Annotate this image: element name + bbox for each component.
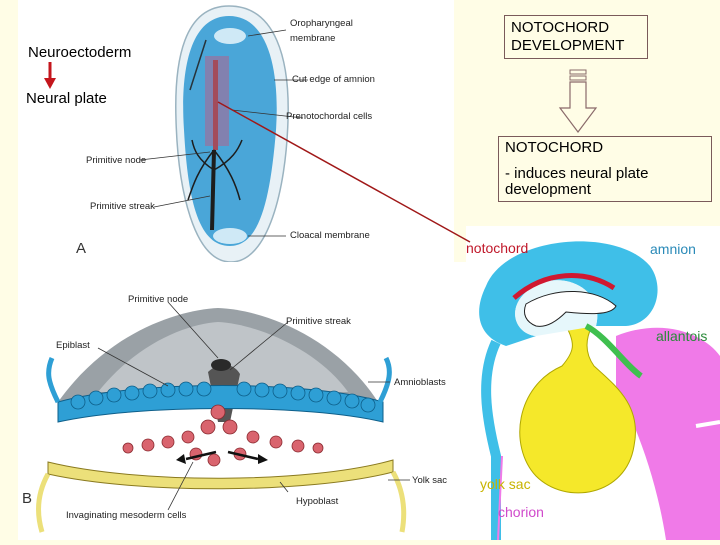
label-cut-edge-amnion: Cut edge of amnion [292, 74, 375, 85]
label-epiblast: Epiblast [56, 340, 90, 351]
figure-b-panel [18, 262, 468, 540]
panel-letter-a: A [76, 240, 86, 257]
label-hypoblast: Hypoblast [296, 496, 338, 507]
figure-a-drawing [18, 0, 454, 262]
label-neural-plate: Neural plate [26, 90, 107, 107]
label-oropharyngeal-membrane: Oropharyngeal membrane [290, 16, 380, 46]
label-prenotochordal-cells: Prenotochordal cells [286, 111, 372, 122]
title-line-2: DEVELOPMENT [511, 37, 641, 55]
notochord-info-box: NOTOCHORD - induces neural plate develop… [498, 136, 712, 202]
label-allantois: allantois [656, 328, 707, 344]
notochord-info-title: NOTOCHORD [505, 140, 705, 156]
label-primitive-streak-a: Primitive streak [90, 201, 155, 212]
title-line-1: NOTOCHORD [511, 19, 641, 37]
label-primitive-streak-b: Primitive streak [286, 316, 351, 327]
label-cloacal-membrane: Cloacal membrane [290, 230, 370, 241]
label-amnioblasts: Amnioblasts [394, 377, 446, 388]
label-invaginating-mesoderm: Invaginating mesoderm cells [66, 510, 186, 521]
label-neuroectoderm: Neuroectoderm [28, 44, 131, 61]
label-primitive-node-a: Primitive node [86, 155, 146, 166]
label-chorion: chorion [498, 504, 544, 520]
label-notochord: notochord [466, 240, 528, 256]
label-yolk-sac-b: Yolk sac [412, 475, 447, 486]
title-box: NOTOCHORD DEVELOPMENT [504, 15, 648, 59]
label-yolk-sac: yolk sac [480, 476, 531, 492]
figure-b-drawing [18, 262, 468, 540]
figure-a-panel [18, 0, 454, 262]
embryo-drawing [466, 226, 720, 540]
label-primitive-node-b: Primitive node [128, 294, 188, 305]
label-amnion: amnion [650, 241, 696, 257]
panel-letter-b: B [22, 490, 32, 507]
embryo-panel [466, 226, 720, 540]
down-arrow-icon [43, 62, 57, 90]
hollow-down-arrow-icon [556, 68, 600, 134]
notochord-info-desc: - induces neural plate development [505, 166, 705, 198]
